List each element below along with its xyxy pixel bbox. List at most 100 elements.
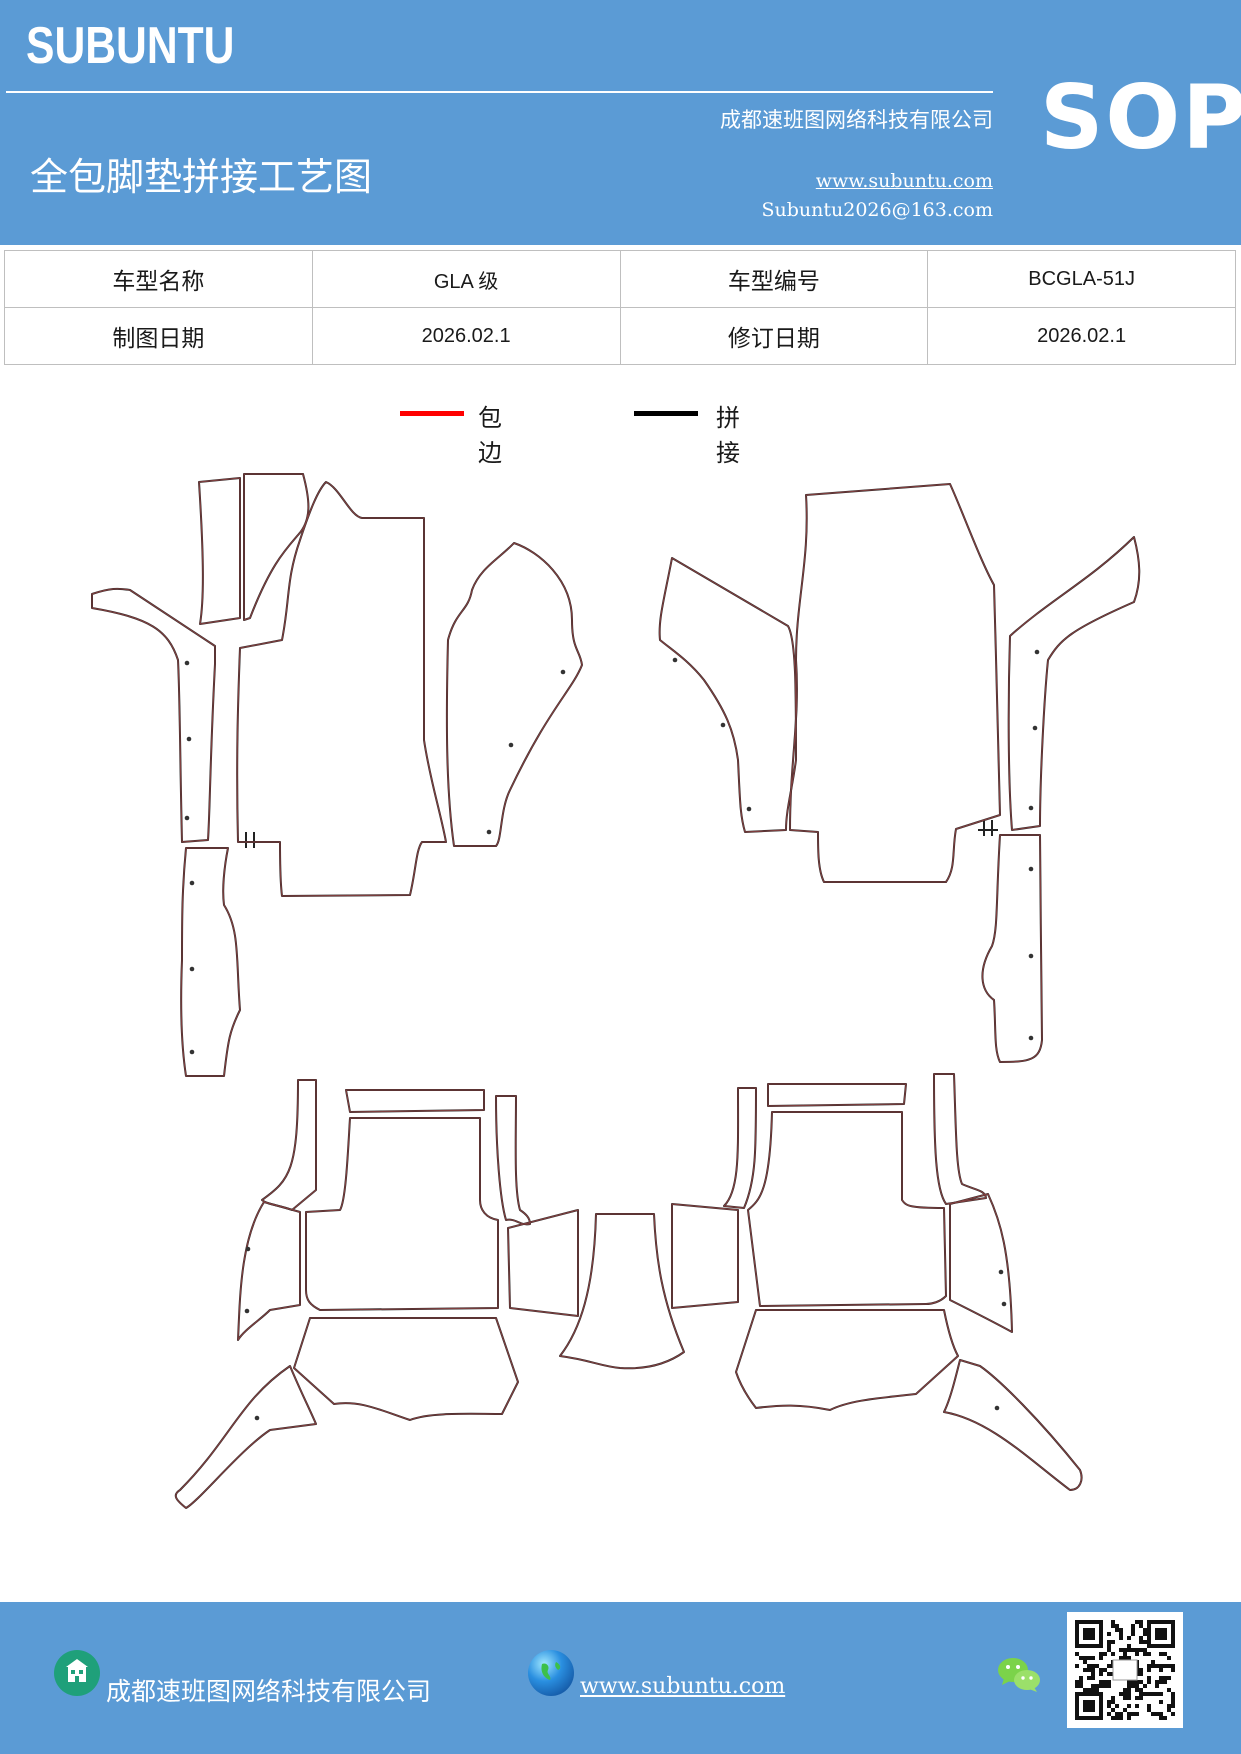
legend-swatch-edge (400, 411, 464, 416)
qr-module (1131, 1632, 1135, 1636)
pin-dot (1028, 1035, 1034, 1041)
qr-module (1163, 1716, 1167, 1720)
mat-layout-drawing (91, 473, 1141, 1509)
qr-module (1107, 1680, 1111, 1684)
seam-mark (240, 832, 262, 848)
qr-module (1119, 1692, 1123, 1696)
qr-module (1107, 1672, 1111, 1676)
qr-module (1095, 1688, 1099, 1692)
header-divider (6, 91, 993, 93)
qr-module (1123, 1696, 1127, 1700)
qr-module (1159, 1652, 1163, 1656)
table-row: 车型名称 GLA 级 车型编号 BCGLA-51J (4, 250, 1236, 308)
qr-module (1123, 1688, 1127, 1692)
qr-module (1167, 1656, 1171, 1660)
mat-piece (507, 1209, 579, 1317)
qr-module (1171, 1700, 1175, 1704)
brand-logo: SUBUNTU (26, 17, 235, 75)
pin-dots (184, 649, 1040, 1421)
mat-piece (789, 483, 1001, 883)
qr-module (1107, 1648, 1111, 1652)
qr-module (1139, 1680, 1143, 1684)
qr-module (1155, 1680, 1159, 1684)
sop-label: SOP (1040, 66, 1241, 169)
qr-module (1103, 1652, 1107, 1656)
qr-module (1139, 1692, 1143, 1696)
pin-dot (1032, 725, 1038, 731)
qr-module (1167, 1708, 1171, 1712)
qr-module (1131, 1628, 1135, 1632)
qr-module (1127, 1712, 1131, 1716)
mat-piece (735, 1309, 959, 1411)
qr-module (1099, 1656, 1103, 1660)
qr-module (1075, 1680, 1079, 1684)
qr-module (1147, 1668, 1151, 1672)
mat-piece (658, 557, 797, 833)
pin-dot (189, 880, 195, 886)
qr-module (1163, 1680, 1167, 1684)
edge-outlines (91, 473, 1141, 1509)
qr-module (1159, 1680, 1163, 1684)
qr-module (1099, 1684, 1103, 1688)
mat-piece (243, 473, 310, 621)
qr-module (1115, 1712, 1119, 1716)
qr-module (1127, 1688, 1131, 1692)
wechat-icon[interactable] (996, 1654, 1042, 1696)
website-link[interactable]: www.subuntu.com (815, 170, 993, 192)
qr-module (1147, 1692, 1151, 1696)
pin-dot (186, 736, 192, 742)
qr-module (1151, 1692, 1155, 1696)
qr-module (1135, 1688, 1139, 1692)
qr-module (1127, 1696, 1131, 1700)
qr-module (1135, 1704, 1139, 1708)
qr-module (1167, 1688, 1171, 1692)
mat-piece (293, 1317, 519, 1421)
qr-module (1159, 1692, 1163, 1696)
qr-module (1135, 1648, 1139, 1652)
mat-piece (559, 1213, 685, 1369)
qr-module (1095, 1684, 1099, 1688)
footer-website-link[interactable]: www.subuntu.com (580, 1674, 786, 1699)
qr-module (1127, 1680, 1131, 1684)
qr-module (1115, 1628, 1119, 1632)
model-name-label: 车型名称 (4, 250, 313, 308)
qr-module (1135, 1620, 1139, 1624)
mat-piece (236, 481, 447, 897)
mat-piece (345, 1089, 485, 1113)
mat-piece (659, 557, 797, 833)
qr-module (1147, 1664, 1151, 1668)
qr-module (1143, 1692, 1147, 1696)
qr-module (1143, 1652, 1147, 1656)
mat-piece (767, 1083, 907, 1107)
qr-module (1083, 1660, 1087, 1664)
qr-module (1139, 1620, 1143, 1624)
qr-module (1107, 1684, 1111, 1688)
qr-module (1115, 1624, 1119, 1628)
qr-module (1159, 1676, 1163, 1680)
qr-module (1123, 1648, 1127, 1652)
qr-module (1131, 1624, 1135, 1628)
pin-dot (486, 829, 492, 835)
qr-module (1127, 1636, 1131, 1640)
mat-piece (671, 1203, 739, 1309)
qr-module (1111, 1624, 1115, 1628)
mat-piece (91, 588, 216, 843)
pin-dot (184, 660, 190, 666)
qr-module (1103, 1684, 1107, 1688)
qr-module (1155, 1684, 1159, 1688)
qr-module (1135, 1696, 1139, 1700)
qr-module (1123, 1656, 1127, 1660)
qr-module (1123, 1692, 1127, 1696)
qr-module (1139, 1648, 1143, 1652)
header-banner: SUBUNTU SOP 成都速班图网络科技有限公司 全包脚垫拼接工艺图 www.… (0, 0, 1241, 245)
qr-module (1147, 1652, 1151, 1656)
qr-module (1131, 1648, 1135, 1652)
pin-dot (245, 1246, 251, 1252)
building-icon (54, 1650, 100, 1696)
qr-module (1119, 1628, 1123, 1632)
qr-module (1091, 1688, 1095, 1692)
pin-dot (244, 1308, 250, 1314)
qr-module (1083, 1656, 1087, 1660)
qr-module (1167, 1676, 1171, 1680)
qr-module (1127, 1644, 1131, 1648)
